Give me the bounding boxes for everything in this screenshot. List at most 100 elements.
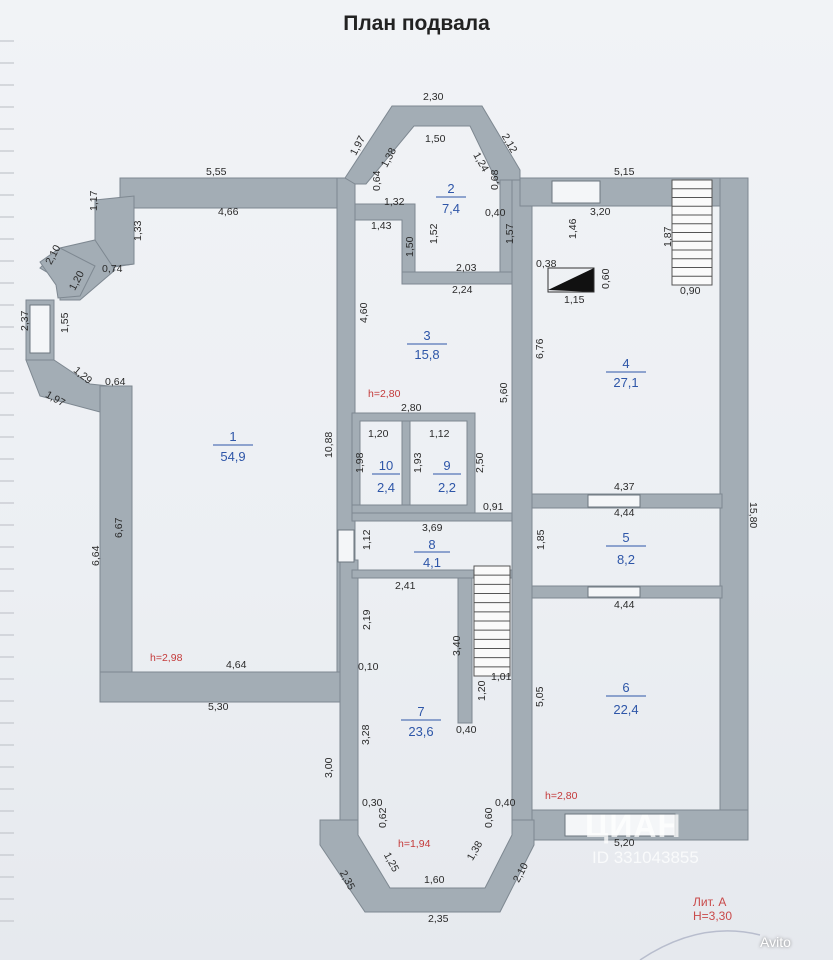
room-9: 9 2,2: [433, 458, 461, 495]
watermark-id: ID 331043855: [592, 848, 699, 867]
dim: 1,87: [662, 226, 674, 247]
wall-right-of-room3: [511, 179, 533, 831]
dim: 6,76: [534, 338, 546, 359]
room-4: 4 27,1: [606, 356, 646, 390]
room-area: 2,4: [377, 480, 395, 495]
room-area: 15,8: [414, 347, 439, 362]
dim: 1,85: [535, 529, 547, 550]
dim: 1,20: [476, 680, 488, 701]
dim: 1,25: [381, 850, 401, 874]
room-number: 8: [428, 537, 435, 552]
room-number: 2: [447, 181, 454, 196]
dim: 1,32: [384, 196, 405, 208]
dim: 4,44: [614, 599, 635, 611]
dim: 2,35: [428, 913, 449, 925]
dim: 1,52: [428, 223, 440, 244]
dim: 0,60: [600, 268, 612, 289]
dim: 0,40: [456, 724, 477, 736]
dim: 2,19: [361, 609, 373, 630]
dim: 1,12: [361, 529, 373, 550]
dim: 4,44: [614, 507, 635, 519]
dim: 2,80: [401, 402, 422, 414]
window-top-right: [551, 180, 601, 204]
dim: 0,10: [358, 661, 379, 673]
dim: 0,38: [536, 258, 557, 270]
room-5: 5 8,2: [606, 530, 646, 567]
dim: 0,74: [102, 263, 123, 275]
dim: 2,30: [423, 91, 444, 103]
window-bottom-right: [564, 813, 676, 837]
dim: 6,64: [90, 545, 102, 566]
dim: 1,12: [429, 428, 450, 440]
dim: 0,30: [362, 797, 383, 809]
room-area: 4,1: [423, 555, 441, 570]
triangle-marker: [548, 268, 594, 292]
dim: 1,46: [567, 218, 579, 239]
room-3: 3 15,8: [407, 328, 447, 362]
wall-right-outer: [719, 177, 749, 841]
dim: 10,88: [323, 432, 335, 458]
wall-room7-inner: [457, 577, 473, 724]
stamp-arc: [639, 930, 761, 960]
door-room8-left: [337, 529, 355, 563]
dim: 4,66: [218, 206, 239, 218]
triangle-frame: [547, 267, 595, 293]
dim: 5,15: [614, 166, 635, 178]
dim: 3,20: [590, 206, 611, 218]
dim: 5,30: [208, 701, 229, 713]
dim: 5,60: [498, 382, 510, 403]
dim: 0,90: [680, 285, 701, 297]
page-title: План подвала: [343, 12, 490, 35]
dim: 1,01: [491, 671, 512, 683]
dim: 3,00: [323, 757, 335, 778]
wall-room7-bottom: [319, 819, 535, 913]
wall-room10-9-divider: [401, 420, 411, 506]
dim: 2,50: [474, 452, 486, 473]
wall-room2-tower: [344, 105, 521, 185]
height-room6: h=2,80: [545, 790, 578, 802]
dim: 1,43: [371, 220, 392, 232]
dim: 1,17: [88, 190, 100, 211]
watermark-brand: ЦИАН: [585, 808, 682, 844]
room-number: 7: [417, 704, 424, 719]
room-6: 6 22,4: [606, 680, 646, 717]
dim: 5,20: [614, 837, 635, 849]
dim: 5,05: [534, 686, 546, 707]
dim: 3,40: [451, 635, 463, 656]
dim: 1,50: [404, 236, 416, 257]
dim: 1,93: [412, 452, 424, 473]
lit-line1: Лит. А: [693, 895, 727, 909]
height-room3: h=2,80: [368, 388, 401, 400]
wall-room8-bottom: [351, 569, 513, 579]
dim: 1,20: [368, 428, 389, 440]
lit-label: Лит. А H=3,30: [693, 895, 732, 923]
height-labels: h=2,98 h=2,80 h=2,80 h=1,94: [150, 388, 578, 850]
room-number: 4: [622, 356, 629, 371]
binding-holes: [0, 40, 14, 940]
room-number: 1: [229, 429, 236, 444]
room-10: 10 2,4: [372, 458, 400, 495]
room-number: 3: [423, 328, 430, 343]
dim: 6,67: [113, 517, 125, 538]
dim: 0,68: [489, 169, 501, 190]
wall-mid-left-low: [339, 559, 359, 831]
dim: 1,15: [564, 294, 585, 306]
dim: 1,60: [424, 874, 445, 886]
dim: 0,64: [105, 376, 126, 388]
dim: 0,64: [371, 170, 383, 191]
height-room1: h=2,98: [150, 652, 183, 664]
room-labels: 1 54,9 2 7,4 3 15,8 4 27,1 5 8,2 6 22,4: [213, 181, 646, 739]
dim: 2,41: [395, 580, 416, 592]
dim: 3,28: [360, 724, 372, 745]
room-8: 8 4,1: [414, 537, 450, 570]
room-area: 7,4: [442, 201, 460, 216]
room-2: 2 7,4: [436, 181, 466, 216]
stair-lines: [474, 188, 712, 668]
dim: 5,55: [206, 166, 227, 178]
wall-room8-top: [351, 512, 513, 522]
dim: 0,91: [483, 501, 504, 513]
dim: 1,57: [504, 223, 516, 244]
openings: [29, 180, 676, 837]
